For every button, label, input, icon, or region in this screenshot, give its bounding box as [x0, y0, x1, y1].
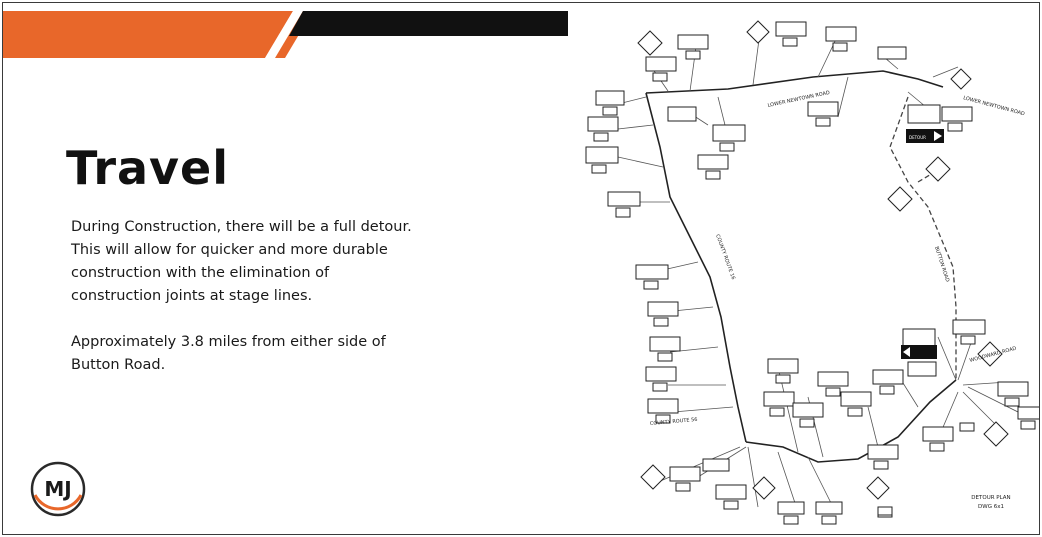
detour-description-line: This will allow for quicker and more dur… [71, 242, 388, 258]
detour-arrow-label: DETOUR [909, 135, 926, 140]
road-label: COUNTY ROUTE 56 [650, 417, 698, 427]
white-divider-stripe [265, 11, 303, 58]
map-main-roads [645, 70, 957, 463]
map-caption-line: DWG 6x1 [978, 504, 1004, 510]
header-band [3, 11, 568, 58]
map-arrow-labels: DETOUR [909, 135, 926, 140]
map-caption-line: DETOUR PLAN [971, 495, 1010, 501]
mj-logo: MJ [30, 461, 86, 517]
road-label: COUNTY ROUTE 16 [714, 234, 736, 281]
map-sign-boxes [585, 21, 1039, 525]
slide-title: Travel [66, 141, 230, 195]
distance-note-line: Button Road. [71, 357, 166, 373]
detour-description-line: construction joints at stage lines. [71, 288, 313, 304]
detour-description-line: construction with the elimination of [71, 265, 330, 281]
map-small-box [877, 506, 893, 516]
map-warning-diamonds [637, 20, 1009, 500]
logo-text: MJ [44, 477, 71, 501]
distance-note: Approximately 3.8 miles from either side… [71, 331, 501, 377]
map-caption: DETOUR PLAN DWG 6x1 [971, 495, 1010, 510]
detour-description-line: During Construction, there will be a ful… [71, 219, 412, 235]
black-band [289, 11, 568, 36]
map-detour-arrows [901, 129, 944, 359]
orange-band [3, 11, 293, 58]
distance-note-line: Approximately 3.8 miles from either side… [71, 334, 386, 350]
road-label: BUTTON ROAD [933, 246, 950, 283]
detour-description: During Construction, there will be a ful… [71, 216, 501, 308]
detour-plan-map: LOWER NEWTOWN ROAD LOWER NEWTOWN ROAD CO… [585, 20, 1039, 525]
